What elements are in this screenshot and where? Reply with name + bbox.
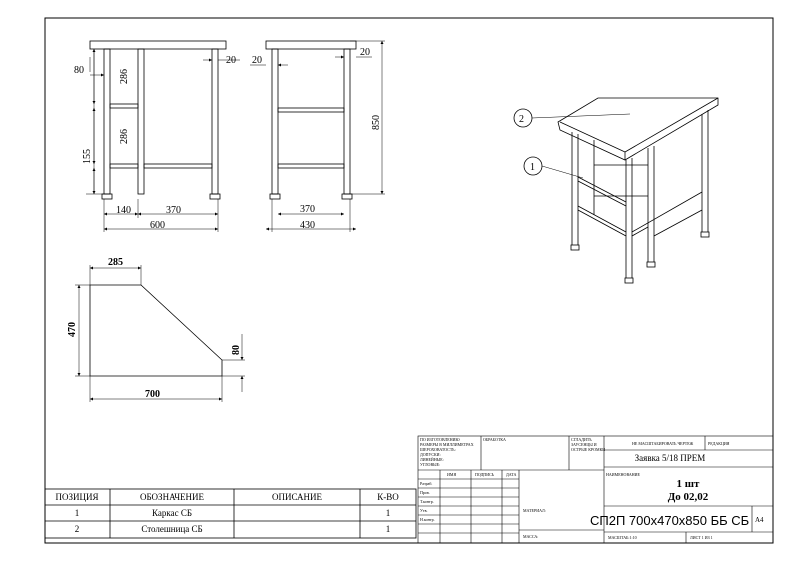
sheet-frame (44, 17, 774, 544)
row-label-2: Пров. (420, 490, 430, 495)
edges-label-1: СГЛАДИТЬ (571, 437, 592, 442)
spec-row-2-name: Столешница СБ (141, 524, 202, 534)
dim-front-total-width: 600 (150, 220, 165, 231)
dim-front-bottom-height: 155 (82, 149, 93, 164)
dim-front-shelf-lower: 286 (119, 129, 130, 144)
dim-top-corner-height: 80 (231, 345, 242, 355)
order-name: Заявка 5/18 ПРЕМ (635, 453, 706, 463)
note-line-5: ЛИНЕЙНЫЕ: (420, 457, 444, 462)
note-line-1: ПО ИЗГОТОВЛЕНИЮ (420, 437, 460, 442)
col-date: ДАТА (506, 472, 517, 477)
mass-label: МАССА: (523, 534, 538, 539)
title-block (417, 435, 774, 544)
callout-1: 2 (519, 114, 524, 125)
front-view (86, 40, 240, 232)
spec-row-2-qty: 1 (386, 524, 391, 534)
designation: СП2П 700х470х850 ББ СБ (590, 513, 749, 528)
row-label-5: Н.контр. (420, 517, 435, 522)
dim-top-depth: 470 (67, 322, 78, 337)
note-line-2: РАЗМЕРЫ В МИЛЛИМЕТРАХ (420, 442, 474, 447)
dim-side-overhang-right: 20 (360, 47, 370, 58)
spec-row-1-name: Каркас СБ (152, 508, 192, 518)
note-line-6: УГЛОВЫЕ: (420, 462, 440, 467)
spec-header-position: ПОЗИЦИЯ (55, 492, 98, 502)
title-notes: ПО ИЗГОТОВЛЕНИЮ РАЗМЕРЫ В МИЛЛИМЕТРАХ ШЕ… (420, 437, 730, 540)
dim-side-overhang-left: 20 (252, 55, 262, 66)
note-line-3: ШЕРОХОВАТОСТЬ: (420, 447, 456, 452)
dim-top-width: 285 (108, 257, 123, 268)
edges-label-3: ОСТРЫЕ КРОМКИ (571, 447, 605, 452)
spec-row-2-pos: 2 (75, 524, 80, 534)
top-view (75, 265, 245, 402)
dim-side-inner-width: 370 (300, 204, 315, 215)
dim-front-overhang: 20 (226, 55, 236, 66)
no-scale-label: НЕ МАСШТАБИРОВАТЬ ЧЕРТЕЖ (632, 441, 694, 446)
finish-label: ОБРАБОТКА (483, 437, 506, 442)
scale-label: МАСШТАБ:1:10 (608, 535, 637, 540)
dim-front-side-gap: 80 (74, 65, 84, 76)
spec-row-1-pos: 1 (75, 508, 80, 518)
spec-header-designation: ОБОЗНАЧЕНИЕ (140, 492, 205, 502)
iso-view (513, 97, 719, 284)
note-line-4: ДОПУСКИ: (420, 452, 441, 457)
deadline: До 02,02 (668, 491, 709, 503)
dim-side-total-width: 430 (300, 220, 315, 231)
row-label-1: Разраб. (420, 481, 432, 486)
quantity: 1 шт (677, 478, 701, 490)
dim-front-inner-width: 370 (166, 205, 181, 216)
col-name: ИМЯ (447, 472, 456, 477)
row-label-4: Утв. (420, 508, 427, 513)
spec-table (44, 488, 417, 539)
side-view (250, 40, 385, 232)
spec-header-qty: К-ВО (377, 492, 399, 502)
col-signature: ПОДПИСЬ (475, 472, 495, 477)
dim-front-leg-offset: 140 (116, 205, 131, 216)
callout-2: 1 (530, 162, 535, 173)
name-label: НАИМЕНОВАНИЕ (606, 472, 641, 477)
material-label: МАТЕРИАЛ: (523, 508, 546, 513)
row-label-3: Т.контр. (420, 499, 434, 504)
dim-front-shelf-upper: 286 (119, 69, 130, 84)
spec-row-1-qty: 1 (386, 508, 391, 518)
dim-top-total-width: 700 (145, 389, 160, 400)
revision-label: РЕДАКЦИЯ (708, 441, 730, 446)
dim-side-total-height: 850 (371, 115, 382, 130)
edges-label-2: ЗАУСЕНЦЫ И (571, 442, 597, 447)
sheet-label: ЛИСТ 1 ИЗ 1 (690, 535, 713, 540)
spec-header-description: ОПИСАНИЕ (272, 492, 323, 502)
format-label: A4 (755, 516, 764, 524)
